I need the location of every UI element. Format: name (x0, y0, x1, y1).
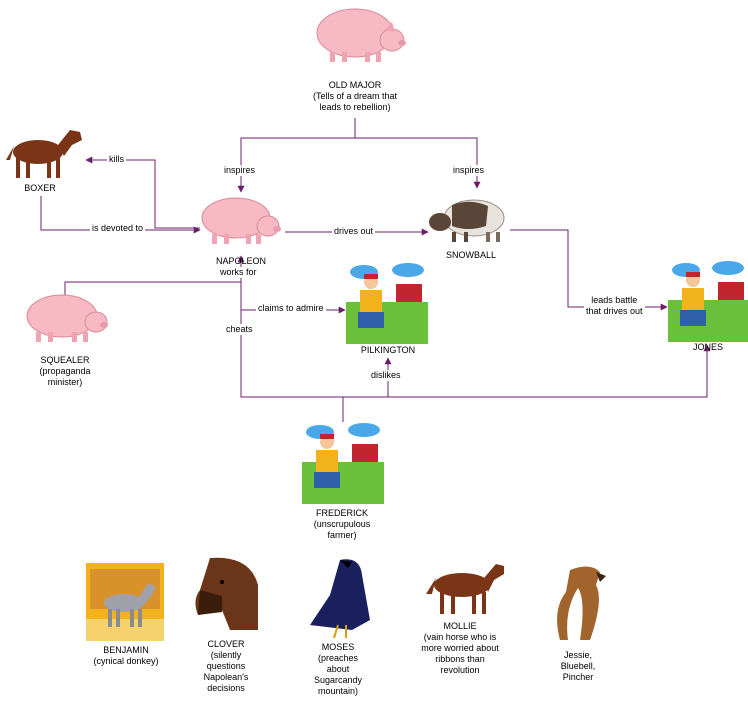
node-name: SQUEALER (40, 355, 90, 365)
node-moses: MOSES (preaches about Sugarcandy mountai… (300, 642, 376, 697)
boxer-horse-icon (6, 130, 82, 178)
node-name: OLD MAJOR (328, 80, 382, 90)
node-squealer: SQUEALER (propaganda minister) (20, 355, 110, 388)
node-name: PILKINGTON (360, 345, 416, 355)
napoleon-pig-icon (201, 197, 281, 244)
node-clover: CLOVER (silently questions Napolean's de… (190, 639, 262, 694)
node-name: MOLLIE (443, 621, 477, 631)
node-desc: (cynical donkey) (93, 656, 159, 666)
node-jones: JONES (678, 342, 738, 353)
edge-label-dislikes: dislikes (369, 370, 403, 381)
connector-cheats (240, 310, 711, 398)
edge-label-kills: kills (107, 154, 126, 165)
node-snowball: SNOWBALL (436, 250, 506, 261)
node-napoleon: NAPOLEON (206, 256, 276, 267)
node-dogs: Jessie, Bluebell, Pincher (548, 650, 608, 683)
node-name: MOSES (321, 642, 355, 652)
node-mollie: MOLLIE (vain horse who is more worried a… (402, 621, 518, 676)
node-pilkington: PILKINGTON (348, 345, 428, 356)
edge-label-inspires-snowball: inspires (451, 165, 487, 176)
node-desc: (silently questions Napolean's decisions (203, 650, 249, 693)
moses-raven-icon (310, 559, 370, 639)
snowball-pig-icon (429, 199, 505, 242)
edge-label-drives-out: drives out (332, 226, 376, 237)
connector-old-major-napoleon (237, 118, 356, 193)
node-desc: (vain horse who is more worried about ri… (421, 632, 499, 675)
clover-horse-icon (195, 557, 258, 630)
pilkington-farmer-icon (346, 262, 428, 344)
edge-label-devoted: is devoted to (90, 223, 146, 234)
node-name: BENJAMIN (103, 645, 149, 655)
edge-label-works-for: works for (218, 267, 259, 278)
node-name: NAPOLEON (215, 256, 266, 266)
node-name: CLOVER (207, 639, 245, 649)
node-name: JONES (692, 342, 723, 352)
node-desc: (Tells of a dream that leads to rebellio… (312, 91, 398, 112)
node-boxer: BOXER (10, 183, 70, 194)
node-desc: (unscrupulous farmer) (313, 519, 371, 540)
connector-old-major-snowball (355, 137, 481, 189)
node-desc: Jessie, Bluebell, Pincher (560, 650, 596, 682)
edge-label-claims: claims to admire (256, 303, 326, 314)
old-major-pig-icon (316, 8, 406, 62)
node-benjamin: BENJAMIN (cynical donkey) (76, 645, 176, 667)
node-name: BOXER (24, 183, 56, 193)
node-frederick: FREDERICK (unscrupulous farmer) (292, 508, 392, 541)
dogs-collie-icon (557, 566, 606, 640)
node-desc: (preaches about Sugarcandy mountain) (313, 653, 363, 696)
node-desc: (propaganda minister) (39, 366, 91, 387)
jones-farmer-icon (668, 260, 748, 342)
edge-label-cheats: cheats (224, 324, 255, 335)
squealer-pig-icon (26, 294, 108, 342)
edge-label-inspires-napoleon: inspires (222, 165, 258, 176)
edge-label-leads-battle: leads battle that drives out (584, 295, 645, 317)
mollie-horse-icon (426, 564, 504, 614)
node-name: SNOWBALL (445, 250, 496, 260)
benjamin-donkey-icon (86, 563, 164, 641)
connector-devoted (40, 196, 201, 234)
node-old-major: OLD MAJOR (Tells of a dream that leads t… (300, 80, 410, 113)
frederick-farmer-icon (302, 422, 384, 504)
connector-kills (85, 156, 200, 229)
node-name: FREDERICK (315, 508, 368, 518)
